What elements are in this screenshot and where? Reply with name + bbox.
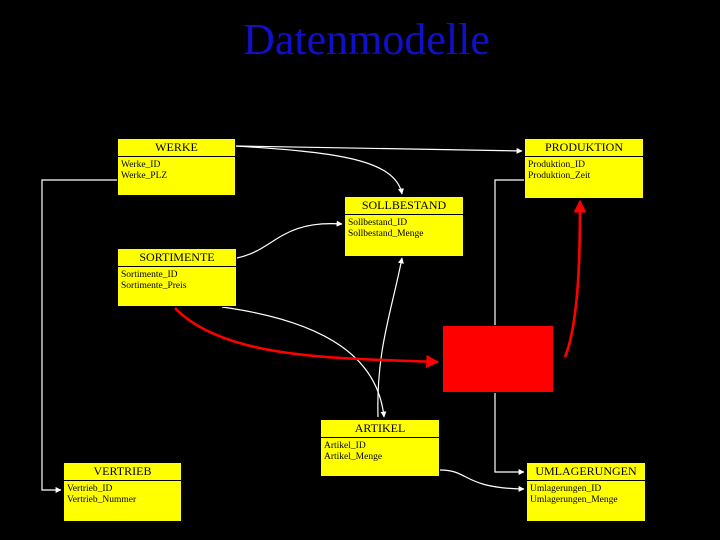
entity-artikel: ARTIKEL Artikel_ID Artikel_Menge xyxy=(320,419,440,477)
entity-vertrieb-title: VERTRIEB xyxy=(64,463,181,481)
attribute-artikel-id: Artikel_ID xyxy=(324,441,366,451)
attribute-produktion-zeit: Produktion_Zeit xyxy=(528,171,591,181)
highlight-box xyxy=(442,325,554,393)
entity-artikel-title: ARTIKEL xyxy=(321,420,439,438)
attribute-umlagerungen-menge: Umlagerungen_Menge xyxy=(530,495,618,505)
entity-sortimente-title: SORTIMENTE xyxy=(118,249,236,267)
slide-title: Datenmodelle xyxy=(243,15,490,64)
attribute-umlagerungen-id: Umlagerungen_ID xyxy=(530,484,602,494)
attribute-werke-plz: Werke_PLZ xyxy=(121,171,168,181)
arrow-werke-produktion xyxy=(235,145,523,154)
red-arrow-sortimente-highlight xyxy=(174,307,440,369)
attribute-sollbestand-menge: Sollbestand_Menge xyxy=(348,229,424,239)
entity-werke-title: WERKE xyxy=(118,139,235,157)
attribute-vertrieb-nummer: Vertrieb_Nummer xyxy=(67,495,137,505)
entity-sollbestand-title: SOLLBESTAND xyxy=(345,197,463,215)
attribute-vertrieb-id: Vertrieb_ID xyxy=(67,484,113,494)
attribute-sollbestand-id: Sollbestand_ID xyxy=(348,218,408,228)
entity-vertrieb: VERTRIEB Vertrieb_ID Vertrieb_Nummer xyxy=(63,462,182,522)
arrow-sortimente-sollbestand xyxy=(236,220,343,259)
entity-produktion: PRODUKTION Produktion_ID Produktion_Zeit xyxy=(524,138,644,199)
arrow-werke-vertrieb xyxy=(41,179,117,493)
red-arrow-highlight-produktion xyxy=(563,199,587,358)
attribute-produktion-id: Produktion_ID xyxy=(528,160,585,170)
arrow-artikel-umlagerungen xyxy=(439,469,525,492)
entity-umlagerungen-title: UMLAGERUNGEN xyxy=(527,463,645,481)
arrow-werke-sollbestand xyxy=(235,145,404,195)
entity-sollbestand: SOLLBESTAND Sollbestand_ID Sollbestand_M… xyxy=(344,196,464,257)
entity-produktion-title: PRODUKTION xyxy=(525,139,643,157)
arrow-artikel-sollbestand xyxy=(377,257,404,418)
attribute-werke-id: Werke_ID xyxy=(121,160,161,170)
attribute-artikel-menge: Artikel_Menge xyxy=(324,452,383,462)
attribute-sortimente-id: Sortimente_ID xyxy=(121,270,178,280)
attribute-sortimente-preis: Sortimente_Preis xyxy=(121,281,187,291)
entity-umlagerungen: UMLAGERUNGEN Umlagerungen_ID Umlagerunge… xyxy=(526,462,646,522)
entity-werke: WERKE Werke_ID Werke_PLZ xyxy=(117,138,236,196)
arrow-sortimente-artikel xyxy=(221,306,387,418)
entity-sortimente: SORTIMENTE Sortimente_ID Sortimente_Prei… xyxy=(117,248,237,307)
